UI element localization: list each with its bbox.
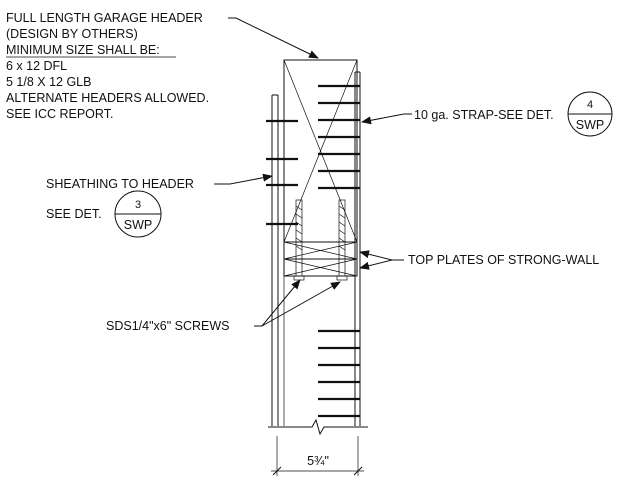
strap-note-text: 10 ga. STRAP-SEE DET. <box>414 108 554 122</box>
screws-leader-1 <box>254 279 301 327</box>
header-note-line-3: MINIMUM SIZE SHALL BE: <box>6 43 160 57</box>
header-note-line-4: 6 x 12 DFL <box>6 59 67 73</box>
strap-detail-number: 4 <box>587 99 593 111</box>
strap-nails-upper <box>318 84 360 190</box>
see-detail-sheet: SWP <box>124 218 152 232</box>
strap-detail-sheet: SWP <box>576 118 604 132</box>
strap <box>354 71 361 426</box>
sheathing-leader <box>214 173 273 185</box>
header-note-line-2: (DESIGN BY OTHERS) <box>6 27 138 41</box>
break-line <box>268 418 368 436</box>
wall-assembly <box>266 59 368 436</box>
top-plates-note: TOP PLATES OF STRONG-WALL <box>359 250 599 270</box>
sds-screws <box>293 199 348 281</box>
top-plates-leader-1 <box>359 250 404 261</box>
sheathing-nails <box>266 119 298 226</box>
strap-note: 10 ga. STRAP-SEE DET. 4 SWP <box>361 91 613 137</box>
header-note: FULL LENGTH GARAGE HEADER (DESIGN BY OTH… <box>6 11 319 121</box>
header-leader <box>228 17 319 59</box>
width-dimension: 5¾" <box>271 436 364 476</box>
header-note-line-5: 5 1/8 X 12 GLB <box>6 75 91 89</box>
sheathing-note-text: SHEATHING TO HEADER <box>46 177 194 191</box>
see-detail-number: 3 <box>135 199 141 211</box>
header-note-line-7: SEE ICC REPORT. <box>6 107 113 121</box>
sheathing <box>271 94 285 426</box>
screws-note: SDS1/4"x6" SCREWS <box>106 279 341 333</box>
sheathing-note: SHEATHING TO HEADER <box>46 173 273 191</box>
header-note-line-1: FULL LENGTH GARAGE HEADER <box>6 11 203 25</box>
see-detail-note: SEE DET. 3 SWP <box>46 190 162 238</box>
strap-nails-lower <box>318 329 360 418</box>
dimension-text: 5¾" <box>307 454 329 468</box>
screws-note-text: SDS1/4"x6" SCREWS <box>106 319 230 333</box>
top-plates <box>283 241 358 277</box>
top-plates-leader-2 <box>359 259 393 270</box>
top-plates-text: TOP PLATES OF STRONG-WALL <box>408 253 599 267</box>
see-detail-text: SEE DET. <box>46 207 102 221</box>
screws-leader-2 <box>261 281 341 327</box>
strap-leader <box>361 113 412 125</box>
header-beam <box>283 59 358 243</box>
header-note-line-6: ALTERNATE HEADERS ALLOWED. <box>6 91 209 105</box>
